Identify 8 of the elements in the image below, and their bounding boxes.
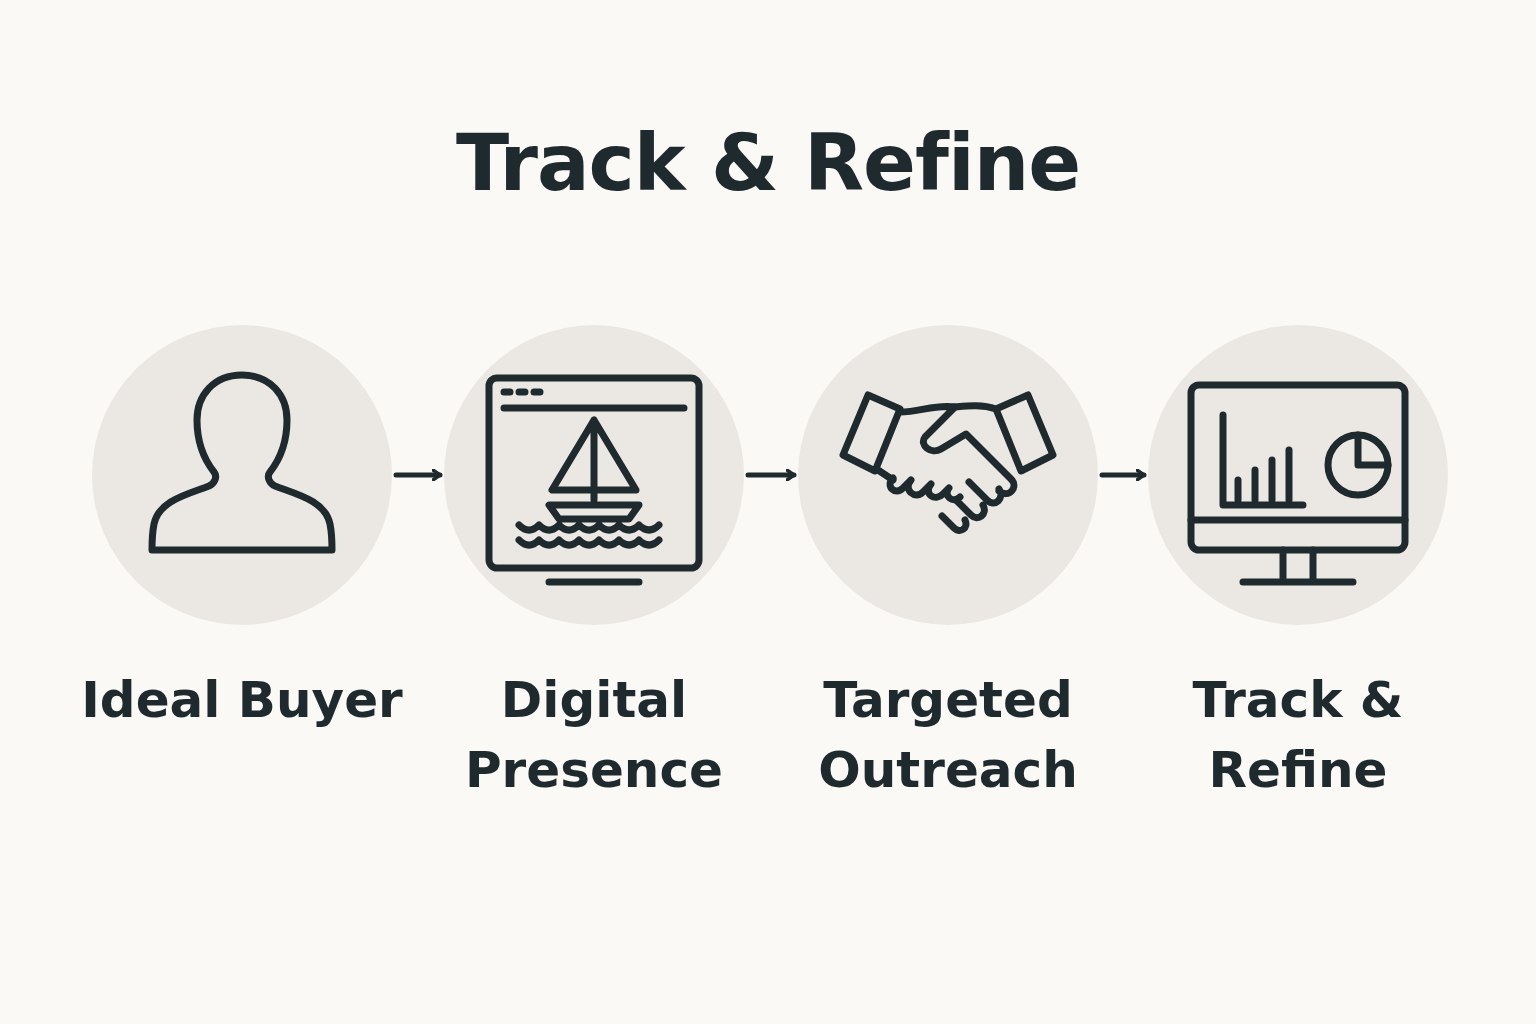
arrow: [745, 468, 797, 482]
step-label: Ideal Buyer: [80, 670, 404, 731]
arrow: [1099, 468, 1147, 482]
step-label: Digital Presence: [463, 670, 724, 801]
arrow: [393, 468, 443, 482]
step-label: Targeted Outreach: [817, 670, 1079, 801]
step-label: Track & Refine: [1191, 670, 1405, 801]
title: Track & Refine: [455, 118, 1081, 208]
